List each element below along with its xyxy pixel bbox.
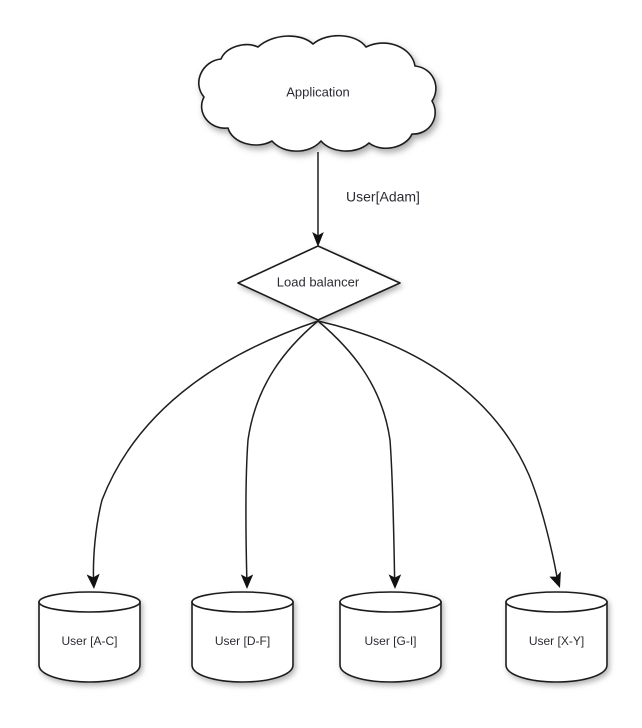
- edge-lb-to-db-g-i: [317, 320, 402, 589]
- cylinder-top-db2: [191, 591, 294, 613]
- cylinder-top-db3: [339, 591, 442, 613]
- node-db-g-i[interactable]: User [G-I]: [339, 591, 442, 683]
- arrow-head-db2: [240, 574, 254, 589]
- diamond-shape: [237, 245, 401, 321]
- node-application[interactable]: Application: [198, 34, 437, 152]
- cylinder-top-db1: [38, 591, 141, 613]
- edge-curve-lb-db1: [92, 320, 319, 579]
- node-load-balancer[interactable]: Load balancer: [237, 245, 401, 321]
- db-g-i-label: User [G-I]: [364, 634, 416, 648]
- arrow-head-db4: [549, 571, 561, 588]
- cylinder-body-db4: [505, 601, 608, 683]
- arrow-head-db1: [86, 573, 100, 589]
- cylinder-body-db3: [339, 601, 442, 683]
- arrow-head-db3: [388, 574, 402, 589]
- db-a-c-label: User [A-C]: [61, 634, 117, 648]
- edge-curve-lb-db2: [245, 320, 319, 579]
- node-db-d-f[interactable]: User [D-F]: [191, 591, 294, 683]
- cylinder-body-db1: [38, 601, 141, 683]
- cylinder-body-db2: [191, 601, 294, 683]
- application-label: Application: [286, 84, 350, 99]
- cloud-shape: [198, 34, 437, 152]
- db-d-f-label: User [D-F]: [215, 634, 270, 648]
- edge-app-to-load-balancer: User[Adam]: [312, 152, 420, 247]
- node-db-x-y[interactable]: User [X-Y]: [505, 591, 608, 683]
- edge-lb-to-db-a-c: [86, 320, 319, 589]
- edge-lb-to-db-d-f: [240, 320, 319, 589]
- edge-label-user-adam: User[Adam]: [346, 189, 420, 205]
- load-balancer-label: Load balancer: [277, 274, 360, 289]
- node-db-a-c[interactable]: User [A-C]: [38, 591, 141, 683]
- arrow-head-app-lb: [312, 232, 324, 247]
- edge-curve-lb-db4: [317, 320, 558, 578]
- edge-lb-to-db-x-y: [317, 320, 561, 588]
- edge-curve-lb-db3: [317, 320, 396, 579]
- cylinder-top-db4: [505, 591, 608, 613]
- db-x-y-label: User [X-Y]: [529, 634, 584, 648]
